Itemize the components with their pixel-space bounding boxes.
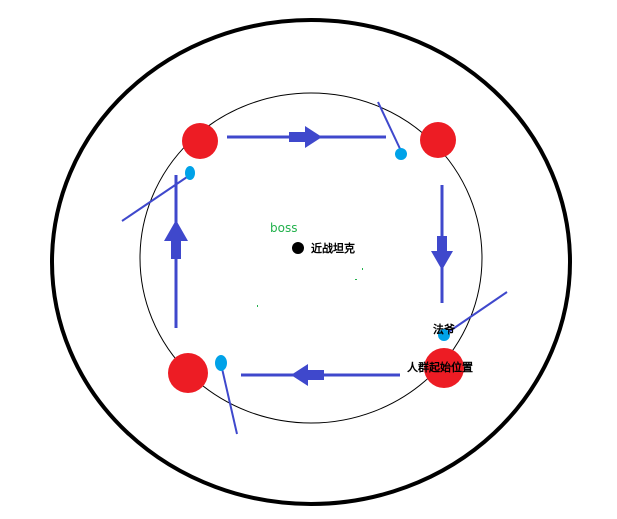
stray-mark <box>257 305 258 307</box>
inner-circle-ring <box>139 92 483 424</box>
outer-arena-ring <box>50 18 572 506</box>
aim-line-bottom-left <box>220 363 238 435</box>
blue-marker-left <box>185 166 195 180</box>
boss-dot <box>292 242 304 254</box>
red-marker-bottom-right <box>424 348 464 388</box>
stray-marks <box>257 268 363 307</box>
arrow-up-icon <box>164 220 188 259</box>
stray-mark <box>355 279 357 280</box>
aim-lines <box>121 101 508 435</box>
blue-marker-bottom-left <box>215 355 227 371</box>
arrow-down-icon <box>431 236 453 270</box>
red-markers <box>168 122 464 393</box>
red-marker-top-left <box>182 123 218 159</box>
red-marker-top-right <box>420 122 456 158</box>
arrow-left-icon <box>291 364 324 386</box>
aim-line-top-right <box>377 101 403 154</box>
mage-label: 法爷 <box>433 322 456 336</box>
blue-marker-right <box>438 329 450 341</box>
stray-mark <box>362 268 363 270</box>
aim-line-left <box>121 174 191 222</box>
arrow-right-icon <box>289 126 322 148</box>
blue-marker-top-right <box>395 148 407 160</box>
aim-line-right <box>443 291 508 336</box>
tank-label: 近战坦克 <box>311 241 355 255</box>
boss-label: boss <box>270 221 297 235</box>
start-position-label: 人群起始位置 <box>407 360 473 374</box>
red-marker-bottom-left <box>168 353 208 393</box>
rotation-path <box>174 135 444 377</box>
blue-markers <box>185 148 450 371</box>
direction-arrows <box>164 126 453 386</box>
